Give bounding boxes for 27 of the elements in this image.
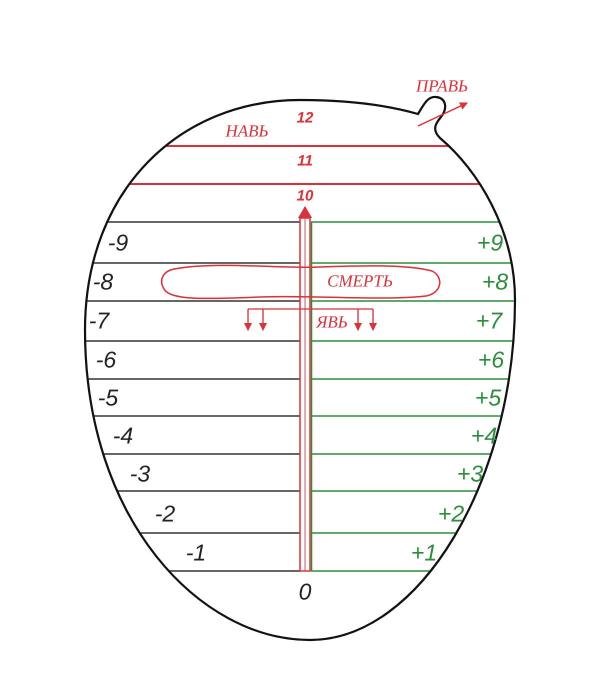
level-number: -7 <box>88 310 110 332</box>
level-number: -6 <box>96 348 116 372</box>
level-number: -4 <box>112 424 134 448</box>
level-number: +3 <box>456 462 484 486</box>
level-number: 10 <box>296 188 314 204</box>
level-number: -3 <box>130 462 150 486</box>
level-number: -1 <box>186 542 206 564</box>
level-number: +1 <box>410 542 438 564</box>
zone-label: НАВЬ <box>225 122 269 140</box>
level-number: +9 <box>476 232 504 254</box>
level-number: -2 <box>154 502 176 526</box>
oval-outline <box>160 263 442 299</box>
level-number: -9 <box>108 232 128 254</box>
level-number: +7 <box>476 310 502 332</box>
level-number: +4 <box>470 424 498 448</box>
level-number: 11 <box>297 154 313 168</box>
level-number: -8 <box>92 270 114 294</box>
level-number: +5 <box>474 386 502 410</box>
level-number: +2 <box>438 502 464 526</box>
level-number: +6 <box>478 348 504 372</box>
level-number: +8 <box>482 270 508 294</box>
level-number: 12 <box>296 110 314 126</box>
oval-label: СМЕРТЬ <box>327 272 393 290</box>
level-number: 0 <box>298 580 312 604</box>
level-number: -5 <box>98 386 118 410</box>
zone-label: ЯВЬ <box>316 314 348 330</box>
zone-label: ПРАВЬ <box>416 78 468 94</box>
